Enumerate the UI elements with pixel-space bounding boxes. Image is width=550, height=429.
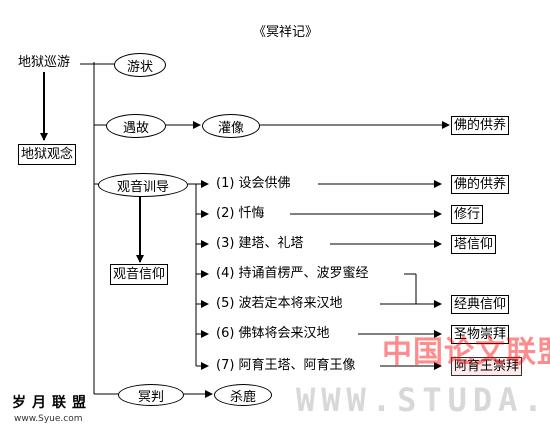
node-deer-killing: 杀鹿 [214, 384, 272, 406]
watermark-site-name: 岁月联盟 [12, 395, 92, 411]
node-buddha-offering-1: 佛的供养 [451, 116, 510, 135]
step-6: (6) 佛钵将会来汉地 [216, 326, 330, 341]
node-encounter: 遇故 [106, 114, 166, 138]
result-scripture-faith: 经典信仰 [451, 295, 510, 314]
node-ablution: 灌像 [202, 114, 260, 138]
result-practice: 修行 [451, 205, 484, 224]
step-4: (4) 持诵首楞严、波罗蜜经 [216, 266, 369, 281]
result-stupa-faith: 塔信仰 [451, 235, 497, 254]
node-guanyin-teaching: 观音训导 [98, 173, 188, 197]
node-guanyin-faith: 观音信仰 [110, 264, 169, 285]
node-hell-tour: 地狱巡游 [18, 55, 71, 70]
watermark-overlay-en: WWW.STUDA. [296, 381, 549, 419]
result-relic-worship: 圣物崇拜 [451, 325, 510, 344]
node-tour-account: 游状 [114, 53, 166, 77]
diagram-title: 《冥祥记》 [253, 25, 319, 40]
step-1: (1) 设会供佛 [216, 176, 291, 191]
watermark-overlay-cn: 中国论文联盟 [382, 335, 550, 370]
result-buddha-offering-2: 佛的供养 [451, 175, 510, 194]
node-hell-concept: 地狱观念 [18, 144, 77, 165]
result-ashoka-worship: 阿育王崇拜 [451, 357, 523, 376]
step-7: (7) 阿育王塔、阿育王像 [216, 358, 356, 373]
step-5: (5) 波若定本将来汉地 [216, 296, 343, 311]
step-3: (3) 建塔、礼塔 [216, 236, 304, 251]
node-judgment: 冥判 [118, 384, 184, 406]
step-2: (2) 忏悔 [216, 206, 265, 221]
watermark-site-url: www.Syue.com [14, 414, 83, 424]
